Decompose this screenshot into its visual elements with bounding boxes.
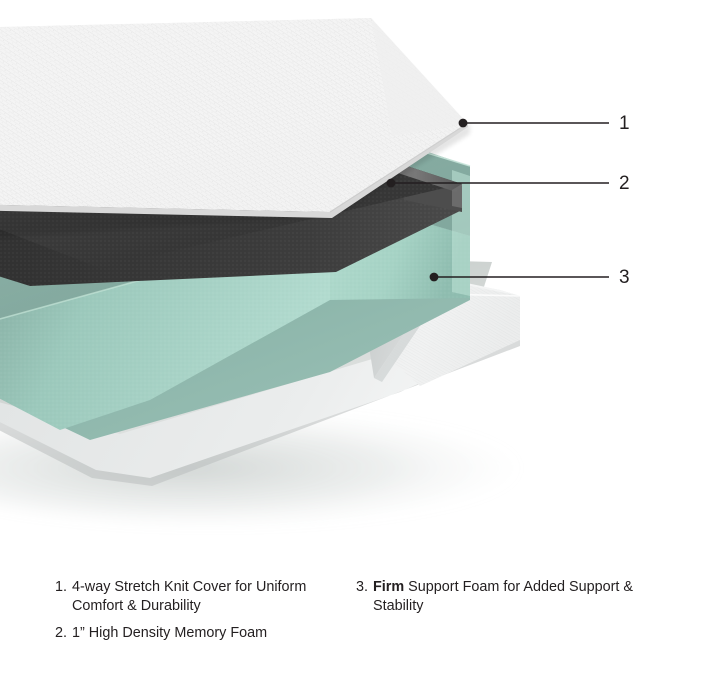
legend-item-1: 1. 4-way Stretch Knit Cover for Uniform … [55,578,347,615]
callout-dot-3 [429,272,439,282]
callout-number-1: 1 [619,113,630,134]
legend-marker-3: 3. [356,579,369,595]
legend-text-3-rest: Support Foam for Added Support & Stabili… [373,579,633,614]
legend-text-3-bold: Firm [373,579,405,595]
legend-marker-2: 2. [55,624,68,641]
callout-dot-2 [386,178,396,188]
callout-dots [386,118,468,282]
legend-item-3: 3. Firm Support Foam for Added Support &… [356,578,667,615]
legend-text-3: Firm Support Foam for Added Support & St… [373,578,667,615]
callout-number-2: 2 [619,173,630,194]
legend-marker-1: 1. [55,579,68,595]
callout-number-3: 3 [619,267,630,288]
legend-column-left: 1. 4-way Stretch Knit Cover for Uniform … [55,578,355,651]
legend-column-right: 3. Firm Support Foam for Added Support &… [355,578,667,624]
legend: 1. 4-way Stretch Knit Cover for Uniform … [0,578,701,700]
callout-dot-1 [458,118,468,128]
mattress-illustration [0,17,609,524]
legend-text-1: 4-way Stretch Knit Cover for Uniform Com… [72,579,307,614]
legend-text-2: 1” High Density Memory Foam [72,624,268,641]
legend-item-2: 2. 1” High Density Memory Foam [55,624,347,643]
callout-leaders [391,122,609,278]
layer-cover [0,17,470,238]
